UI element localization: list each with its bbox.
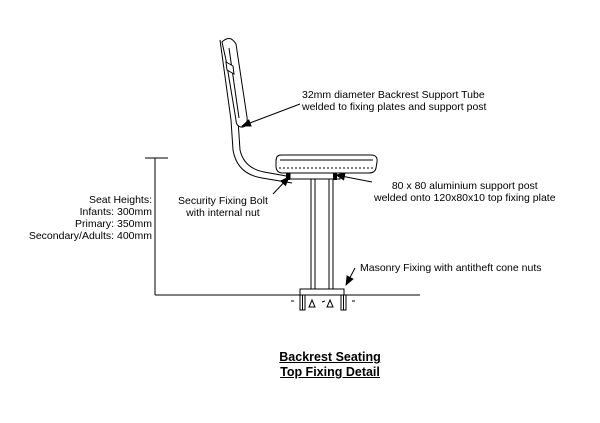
seat-height-primary: Primary: 350mm <box>74 218 152 230</box>
height-dimension <box>145 157 168 295</box>
backrest-support-tube <box>219 39 293 184</box>
support-post-label-line1: 80 x 80 aluminium support post <box>391 180 538 192</box>
seat-height-infants: Infants: 300mm <box>79 206 152 218</box>
seat-height-secondary: Secondary/Adults: 400mm <box>28 230 152 242</box>
drawing-title-line1: Backrest Seating <box>279 350 381 364</box>
support-post-label-line2: welded onto 120x80x10 top fixing plate <box>374 192 556 204</box>
drawing-title-line2: Top Fixing Detail <box>280 365 380 379</box>
masonry-fixing-label: Masonry Fixing with antitheft cone nuts <box>360 262 542 274</box>
seat-pad <box>275 154 378 174</box>
concrete-marks <box>291 298 355 308</box>
backrest-tube-label-line1: 32mm diameter Backrest Support Tube <box>302 89 485 101</box>
leader-lines <box>241 103 373 286</box>
support-post <box>310 178 334 292</box>
seat-heights-label: Seat Heights: Infants: 300mm Primary: 35… <box>29 194 152 242</box>
security-bolt-label-line2: with internal nut <box>186 207 260 219</box>
seat-heights-heading: Seat Heights: <box>88 194 152 206</box>
security-bolt-label-line1: Security Fixing Bolt <box>178 195 268 207</box>
support-post-label: 80 x 80 aluminium support post welded on… <box>374 180 556 204</box>
security-bolt-label: Security Fixing Bolt with internal nut <box>178 195 268 219</box>
base-plate <box>299 288 345 296</box>
backrest-tube-label-line2: welded to fixing plates and support post <box>302 101 487 113</box>
drawing-title: Backrest Seating Top Fixing Detail <box>230 350 430 380</box>
top-fixing-plate <box>289 172 341 180</box>
masonry-bolts <box>299 294 347 311</box>
backrest-tube-label: 32mm diameter Backrest Support Tube weld… <box>302 89 486 113</box>
masonry-fixing-label-text: Masonry Fixing with antitheft cone nuts <box>360 262 542 274</box>
